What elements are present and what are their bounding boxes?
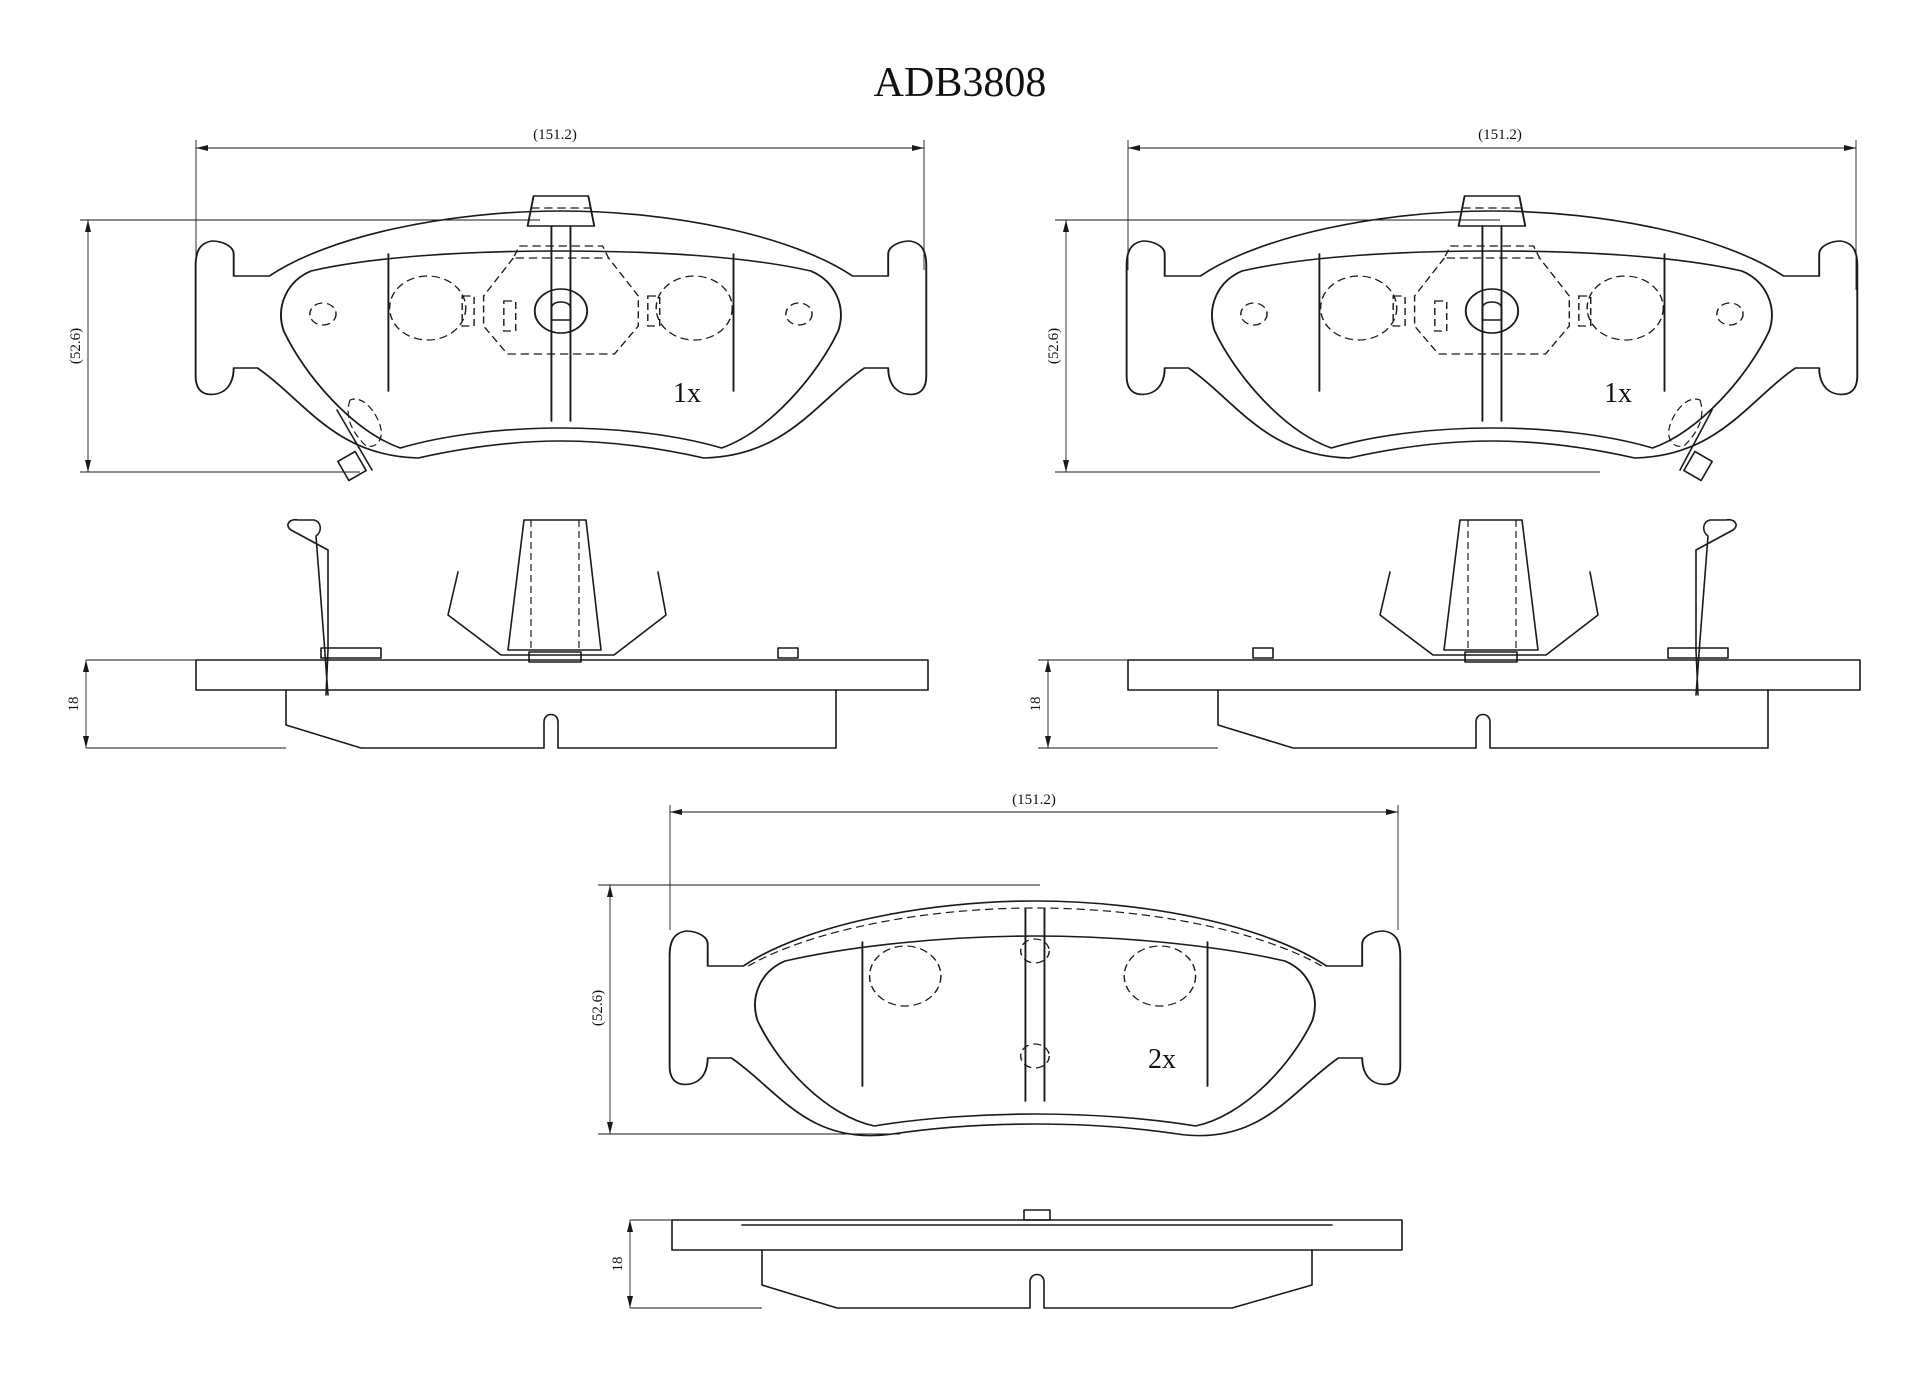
pad-top-right-front-view: (151.2) (52.6) 1x: [1046, 127, 1859, 482]
pad-bottom-quantity: 2x: [1148, 1044, 1176, 1075]
pad-top-left-quantity: 1x: [673, 378, 701, 409]
width-dimension-label: (151.2): [1012, 792, 1056, 808]
pad-top-right-side-view: 18: [1028, 518, 1861, 749]
pad-bottom-front-view: (151.2) (52.6) 2x: [590, 792, 1402, 1137]
drawing-title: ADB3808: [874, 60, 1047, 106]
width-dimension-label: (151.2): [1478, 127, 1522, 143]
height-dimension-label: (52.6): [590, 990, 606, 1026]
pad-bottom-side-view: 18: [610, 1209, 1403, 1309]
pad-top-left-front-view: (151.2) (52.6) 1x: [68, 127, 928, 482]
width-dimension-label: (151.2): [533, 127, 577, 143]
thickness-dimension-label: 18: [1028, 697, 1044, 712]
thickness-dimension-label: 18: [66, 697, 82, 712]
pad-top-left-side-view: 18: [66, 518, 929, 749]
height-dimension-label: (52.6): [1046, 328, 1062, 364]
thickness-dimension-label: 18: [610, 1257, 626, 1272]
pad-top-right-quantity: 1x: [1604, 378, 1632, 409]
height-dimension-label: (52.6): [68, 328, 84, 364]
